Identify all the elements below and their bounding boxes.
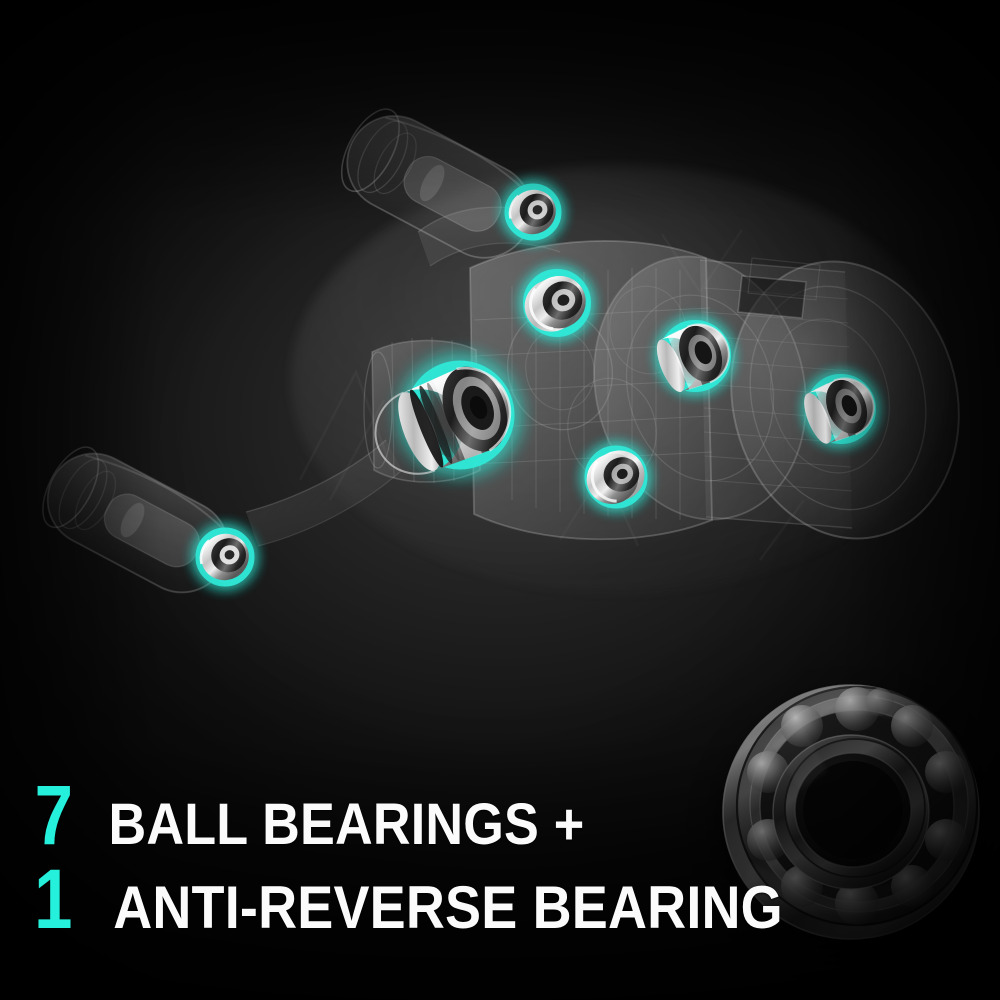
caption-line-anti-reverse: 1 ANTI-REVERSE BEARING bbox=[30, 851, 782, 946]
anti-reverse-label: ANTI-REVERSE BEARING bbox=[112, 873, 783, 941]
caption-block: 7 BALL BEARINGS + 1 ANTI-REVERSE BEARING bbox=[30, 768, 782, 946]
ball-bearing-label: BALL BEARINGS + bbox=[108, 792, 585, 858]
anti-reverse-count: 1 bbox=[34, 851, 72, 946]
ball-bearing-count: 7 bbox=[34, 768, 73, 863]
caption-line-ball-bearings: 7 BALL BEARINGS + bbox=[30, 768, 750, 863]
